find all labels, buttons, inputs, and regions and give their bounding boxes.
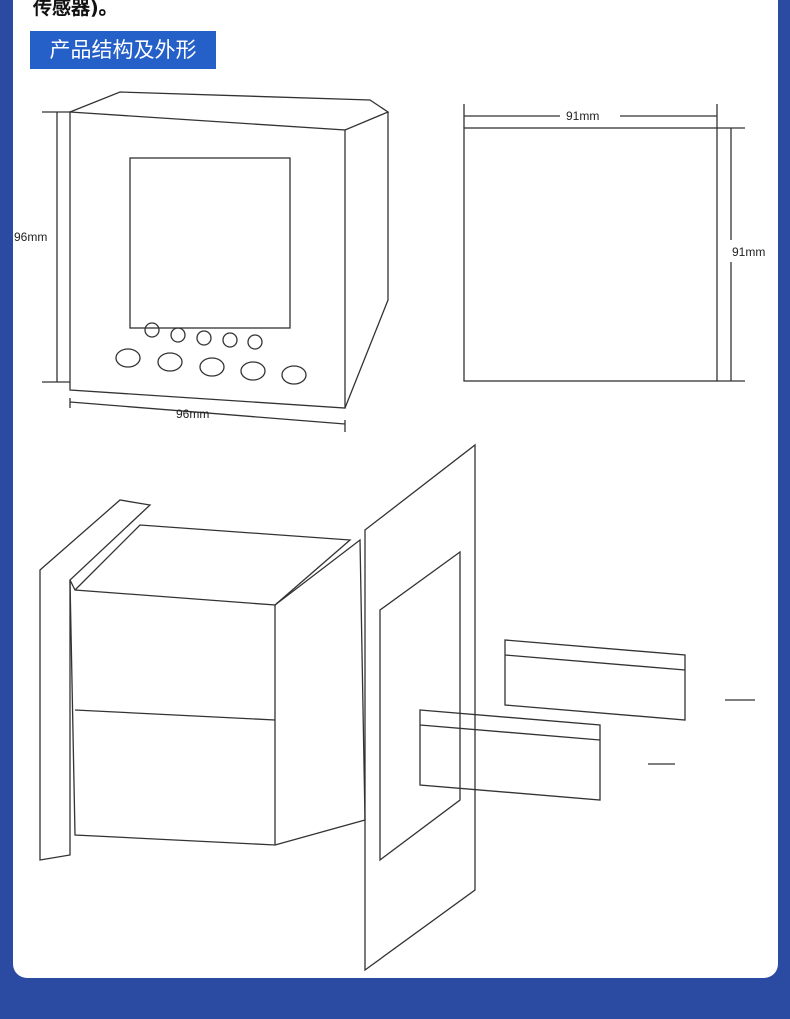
cutout-width-label: 91mm [566,109,599,123]
front-height-label: 96mm [14,230,47,244]
installation-drawing [39,443,755,972]
front-view-drawing [42,91,390,432]
content-card [13,0,778,978]
intro-text: 传感器)。 [33,0,118,19]
front-width-label: 96mm [176,407,209,421]
cutout-height-label: 91mm [732,245,765,259]
cutout-view-drawing [463,104,745,382]
section-heading: 产品结构及外形 [30,31,216,69]
